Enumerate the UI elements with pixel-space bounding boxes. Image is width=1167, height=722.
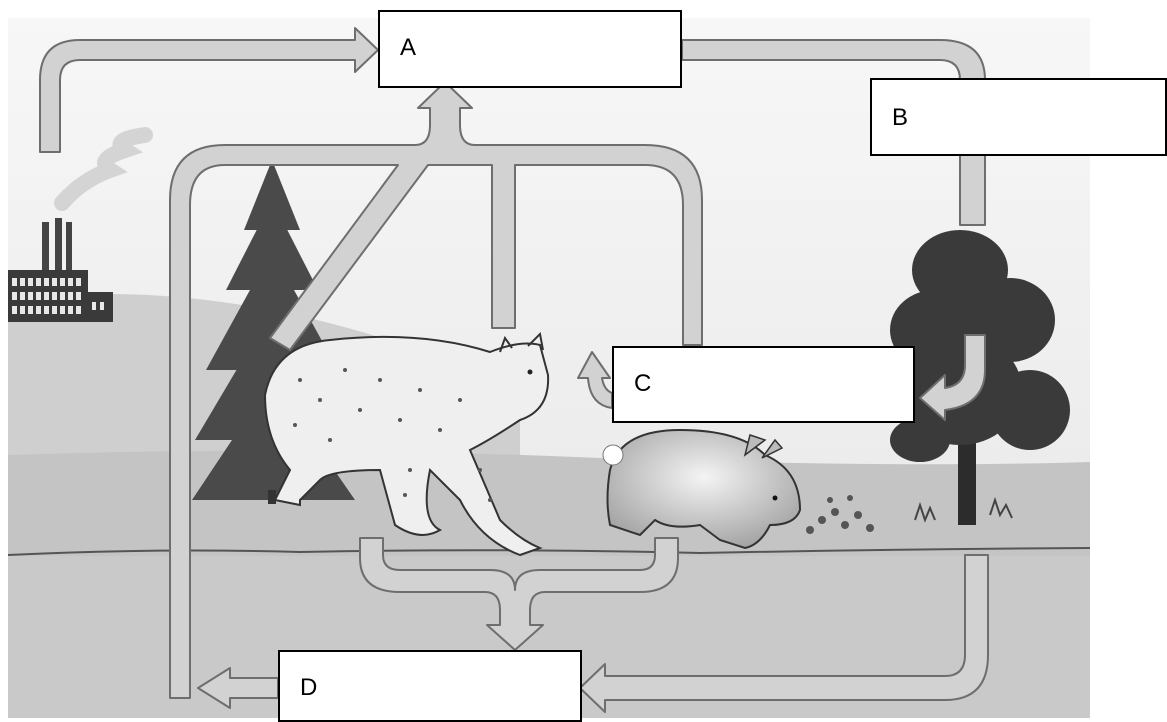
label-d: D (300, 674, 317, 702)
label-c: C (634, 370, 651, 398)
box-b: B (870, 78, 1167, 156)
box-d: D (278, 650, 582, 722)
box-c: C (612, 346, 915, 423)
label-a: A (400, 34, 416, 62)
label-b: B (892, 104, 908, 132)
box-a: A (378, 10, 682, 88)
arrow-b-to-tree (960, 155, 985, 225)
